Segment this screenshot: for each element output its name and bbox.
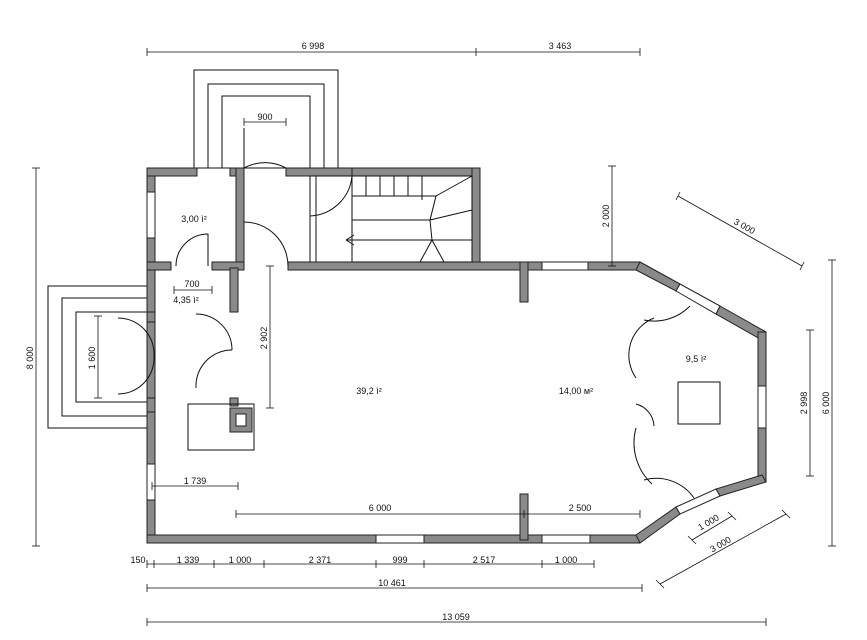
dim-top-left: 6 998 <box>302 41 325 51</box>
room-hall-area: 39,2 ì² <box>356 386 382 396</box>
room-kitchen-area: 14,00 м² <box>559 386 593 396</box>
dim-bottom-1339: 1 339 <box>177 555 200 565</box>
dim-bottom-2371: 2 371 <box>309 555 332 565</box>
dim-bay-diag-bottom: 3 000 <box>708 534 733 554</box>
doors <box>117 128 695 499</box>
room-vestibule-area: 4,35 ì² <box>173 295 199 305</box>
dim-hall-height: 2 902 <box>259 327 269 350</box>
dim-left-total: 8 000 <box>25 347 35 370</box>
dim-porch-door: 900 <box>257 112 272 122</box>
dim-vestibule-door: 700 <box>184 279 199 289</box>
dimension-lines <box>32 48 836 626</box>
dim-bay-height: 2 998 <box>799 392 809 415</box>
stove <box>187 403 255 451</box>
dim-entry-porch: 1 600 <box>87 347 97 370</box>
staircase <box>309 175 473 263</box>
dim-bottom-150: 150 <box>130 555 145 565</box>
dim-bottom-1000a: 1 000 <box>229 555 252 565</box>
dim-bay-diag-small: 1 000 <box>696 512 721 532</box>
dim-bottom-1000b: 1 000 <box>555 555 578 565</box>
dim-right-total: 6 000 <box>821 392 831 415</box>
dim-overall-total: 13 059 <box>442 612 470 622</box>
dim-right-offset: 2 000 <box>601 205 611 228</box>
room-storage-area: 3,00 ì² <box>181 214 207 224</box>
dim-inner-2500: 2 500 <box>569 503 592 513</box>
bay-table <box>677 381 721 425</box>
left-porch-steps <box>47 285 153 429</box>
windows <box>146 191 767 544</box>
dim-bottom-2517: 2 517 <box>473 555 496 565</box>
room-labels: 3,00 ì² 4,35 ì² 39,2 ì² 14,00 м² 9,5 ì² <box>173 214 706 396</box>
dim-top-right: 3 463 <box>549 41 572 51</box>
dim-bottom-999: 999 <box>392 555 407 565</box>
dim-left-inner: 1 739 <box>184 476 207 486</box>
dim-inner-6000: 6 000 <box>369 503 392 513</box>
top-porch-steps <box>193 69 339 169</box>
room-bay-area: 9,5 ì² <box>686 354 707 364</box>
dim-bottom-total: 10 461 <box>378 578 406 588</box>
